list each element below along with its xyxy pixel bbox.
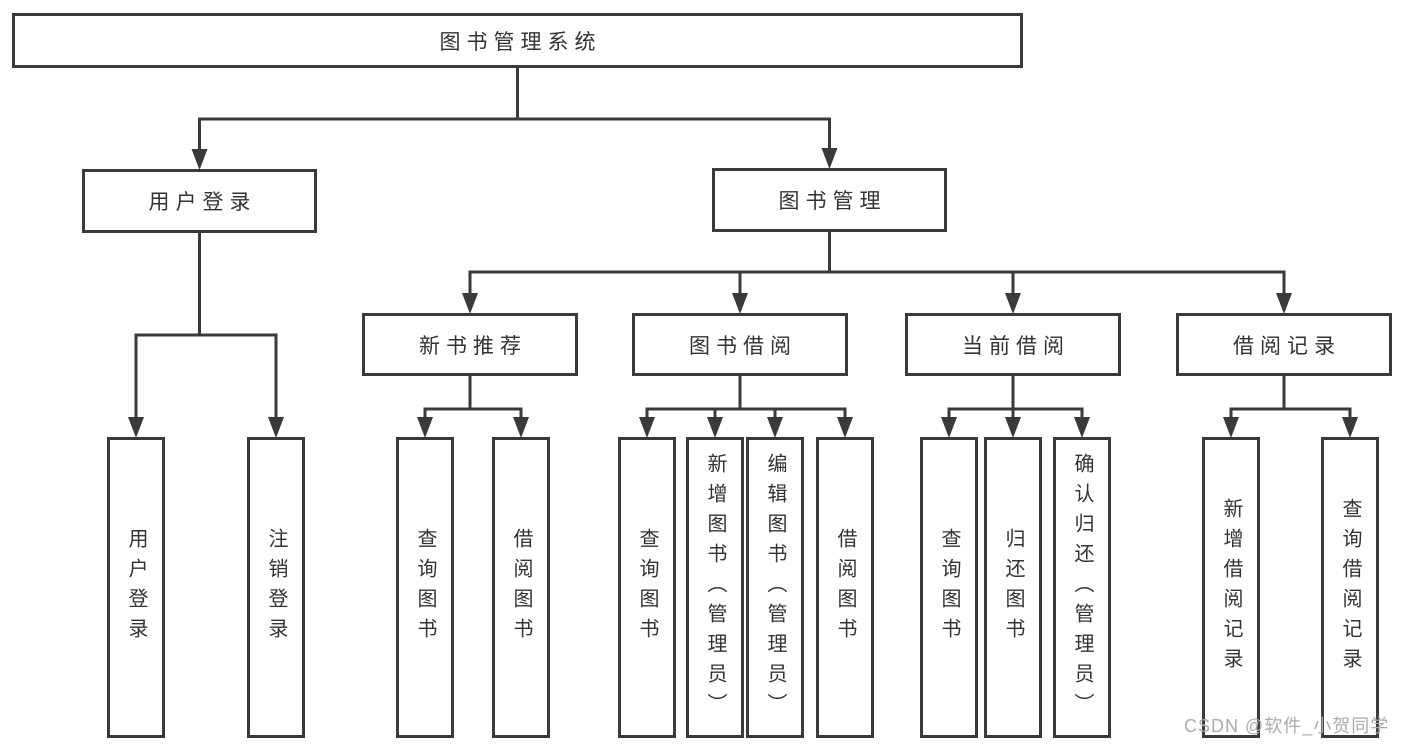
node-borrow-books-under-borrowing: 借阅图书 [816,437,874,738]
node-query-books-under-recommend: 查询图书 [396,437,454,738]
node-add-books-admin: 新增图书（管理员） [686,437,744,738]
node-query-books-under-current: 查询图书 [920,437,978,738]
node-borrowing-records: 借阅记录 [1176,313,1392,376]
node-borrow-books-under-recommend: 借阅图书 [492,437,550,738]
node-current-borrowing: 当前借阅 [905,313,1121,376]
node-user-login: 用户登录 [82,169,317,233]
node-return-books: 归还图书 [984,437,1042,738]
node-confirm-return-admin: 确认归还（管理员） [1053,437,1111,738]
node-add-borrow-record: 新增借阅记录 [1202,437,1260,738]
node-query-books-under-borrowing: 查询图书 [618,437,676,738]
node-edit-books-admin: 编辑图书（管理员） [746,437,804,738]
node-library-management-system: 图书管理系统 [12,13,1023,68]
node-logout-leaf: 注销登录 [247,437,305,738]
node-book-management: 图书管理 [712,168,947,232]
node-book-borrowing: 图书借阅 [632,313,848,376]
node-user-login-leaf: 用户登录 [107,437,165,738]
watermark: CSDN @软件_小贺同学 [1184,716,1390,736]
node-new-book-recommendation: 新书推荐 [362,313,578,376]
node-query-borrow-record: 查询借阅记录 [1321,437,1379,738]
